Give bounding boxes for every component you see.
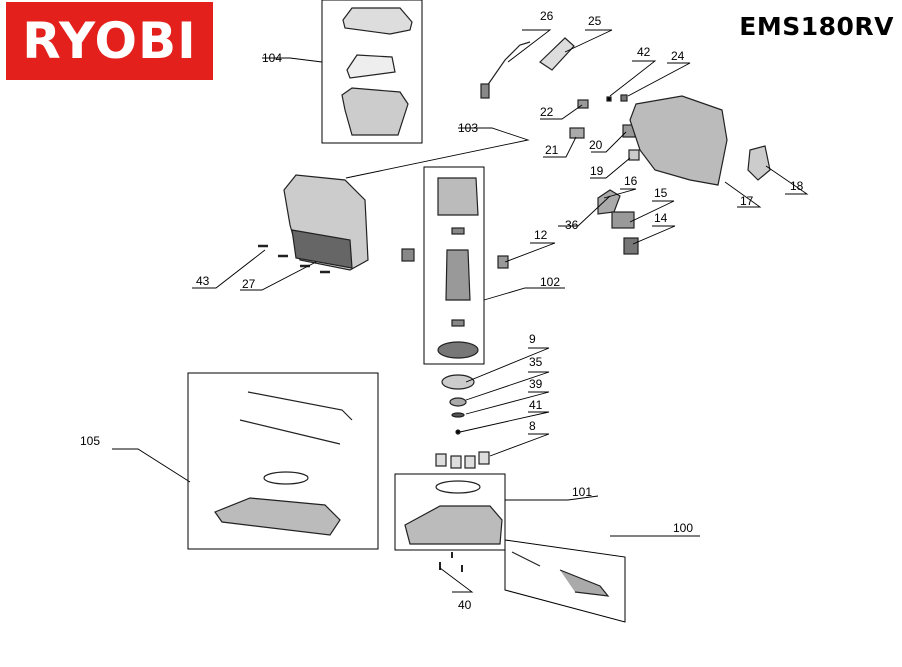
- part-43-screws: [258, 244, 330, 274]
- callout-41: 41: [529, 398, 543, 412]
- callout-25: 25: [588, 14, 602, 28]
- callout-24: 24: [671, 49, 685, 63]
- part-16: [597, 189, 621, 215]
- callout-43: 43: [196, 274, 210, 288]
- part-35: [449, 397, 467, 407]
- part-26-plug: [480, 83, 490, 99]
- callout-12: 12: [534, 228, 548, 242]
- part-105-clamps: [239, 391, 353, 445]
- callout-21: 21: [545, 143, 559, 157]
- part-drawings: [214, 7, 771, 597]
- part-102-bearing-top: [451, 227, 465, 235]
- part-motor-side: [401, 248, 415, 262]
- leader-lines: [112, 29, 809, 593]
- callout-16: 16: [624, 174, 638, 188]
- callout-8: 8: [529, 419, 536, 433]
- part-26-cord: [486, 41, 531, 87]
- ryobi-logo: RYOBI: [6, 2, 213, 80]
- part-24: [620, 94, 628, 102]
- part-105-pad: [214, 497, 341, 536]
- part-27-grille: [291, 229, 353, 269]
- part-19: [628, 149, 640, 161]
- callout-40: 40: [458, 598, 472, 612]
- callout-14: 14: [654, 211, 668, 225]
- part-101-pad: [404, 505, 503, 545]
- group-box-101: [394, 473, 506, 551]
- callout-35: 35: [529, 355, 543, 369]
- callout-17: 17: [740, 194, 754, 208]
- callout-104: 104: [262, 51, 282, 65]
- callout-22: 22: [540, 105, 554, 119]
- group-box-100: [504, 539, 626, 623]
- part-21: [569, 127, 585, 139]
- brand-logo-text: RYOBI: [22, 12, 197, 70]
- callout-105: 105: [80, 434, 100, 448]
- group-box-105: [187, 372, 379, 550]
- callout-101: 101: [572, 485, 592, 499]
- part-39: [451, 412, 465, 418]
- part-12: [497, 255, 509, 269]
- callout-39: 39: [529, 377, 543, 391]
- part-17-housing: [629, 95, 728, 186]
- part-102-stator: [437, 177, 479, 216]
- callout-27: 27: [242, 277, 256, 291]
- callout-20: 20: [589, 138, 603, 152]
- group-box-104: [321, 0, 423, 144]
- part-9: [441, 374, 475, 390]
- part-14: [623, 237, 639, 255]
- part-105-ring: [263, 471, 309, 485]
- part-41: [455, 429, 461, 435]
- part-101-ring: [435, 480, 481, 494]
- part-104-filter: [346, 54, 396, 79]
- callout-103: 103: [458, 121, 478, 135]
- part-8-feet: [435, 451, 490, 469]
- callout-100: 100: [673, 521, 693, 535]
- part-102-armature: [445, 249, 471, 301]
- callout-36: 36: [565, 218, 579, 232]
- part-40-screws: [439, 552, 463, 572]
- part-104-cap: [342, 7, 413, 35]
- callout-19: 19: [590, 164, 604, 178]
- part-100-finger: [511, 551, 610, 597]
- group-box-102: [423, 166, 485, 365]
- callout-26: 26: [540, 9, 554, 23]
- callout-15: 15: [654, 186, 668, 200]
- part-18: [747, 145, 771, 181]
- part-102-fan: [437, 341, 479, 359]
- part-15: [611, 211, 635, 229]
- callout-18: 18: [790, 179, 804, 193]
- part-104-container: [341, 87, 409, 136]
- part-22: [577, 99, 589, 109]
- part-25-tube: [539, 37, 575, 71]
- callout-labels: 104 103 26 25 22 42 24 21 20 19 17 18 16…: [80, 9, 804, 612]
- part-102-bearing-bottom: [451, 319, 465, 327]
- callout-9: 9: [529, 332, 536, 346]
- part-42: [606, 96, 612, 102]
- model-number: EMS180RV: [739, 12, 894, 41]
- callout-102: 102: [540, 275, 560, 289]
- callout-42: 42: [637, 45, 651, 59]
